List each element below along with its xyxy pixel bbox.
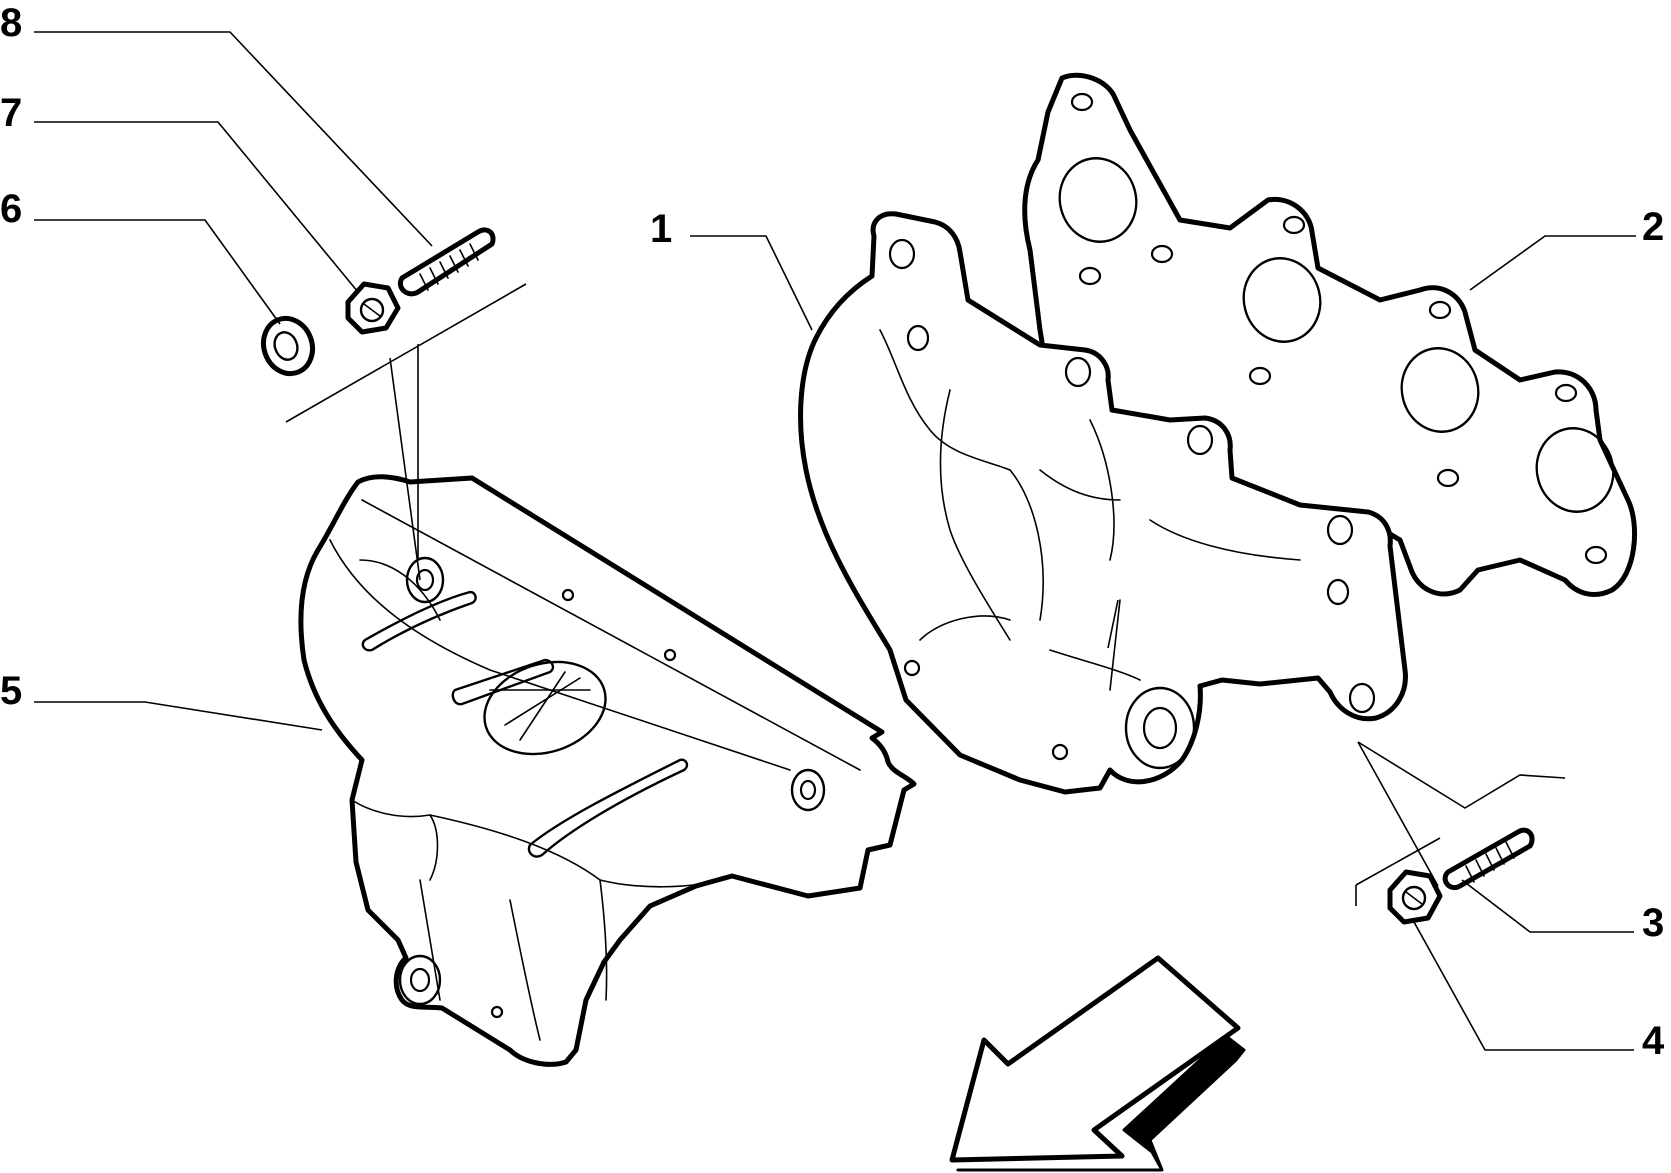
leader-8 xyxy=(34,31,433,247)
callout-3: 3 xyxy=(1642,901,1664,945)
assembly-lines xyxy=(285,283,1566,906)
part-6-washer[interactable] xyxy=(256,311,320,380)
leader-7 xyxy=(34,121,359,293)
callout-6: 6 xyxy=(0,187,22,231)
part-8-stud[interactable] xyxy=(398,227,496,297)
leader-5 xyxy=(34,701,323,731)
callout-5: 5 xyxy=(0,669,22,713)
part-4-nut[interactable] xyxy=(1387,869,1443,925)
leader-2 xyxy=(1469,235,1636,291)
part-1-exhaust-manifold[interactable] xyxy=(798,211,1408,795)
part-7-nut[interactable] xyxy=(345,281,401,335)
callout-7: 7 xyxy=(0,91,22,135)
leader-3 xyxy=(1461,879,1634,933)
callout-labels: 8 7 6 5 1 2 3 4 xyxy=(0,1,1665,1063)
callout-4: 4 xyxy=(1642,1019,1665,1063)
part-3-stud[interactable] xyxy=(1442,827,1535,890)
leader-6 xyxy=(34,219,281,325)
leader-lines xyxy=(34,31,1636,1051)
leader-1 xyxy=(690,235,813,331)
direction-arrow-icon xyxy=(949,955,1246,1172)
part-5-heat-shield[interactable] xyxy=(298,474,917,1067)
part-2-gasket[interactable] xyxy=(1022,72,1638,597)
leader-4 xyxy=(1413,921,1634,1051)
callout-8: 8 xyxy=(0,1,22,45)
callout-2: 2 xyxy=(1642,205,1664,249)
callout-1: 1 xyxy=(650,207,672,251)
